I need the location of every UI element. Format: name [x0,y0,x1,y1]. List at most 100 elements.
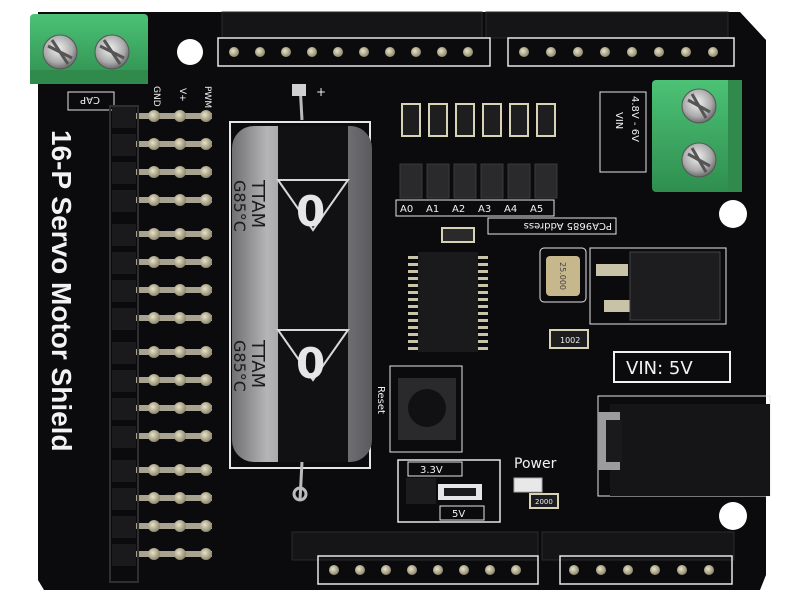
servo-header-row [112,308,212,330]
servo-header-row [112,544,212,566]
vplus-label: V+ [177,88,187,102]
led-resistor-text: 2000 [535,498,553,506]
header-pin [229,47,239,57]
header-pin [174,492,186,504]
header-pin [650,565,660,575]
crystal-text: 25.000 [558,262,567,290]
reset-label: Reset [375,386,386,414]
jumper-label-box-top [407,461,463,477]
header-pin [255,47,265,57]
header-pin [200,374,212,386]
servo-header-row [112,190,212,212]
plus-mark: + [316,85,326,99]
gnd-label: GND [151,86,161,107]
header-pin [174,430,186,442]
header-pin [200,312,212,324]
header-pin [433,565,443,575]
vin-range: 4.8V - 6V [629,96,640,142]
chip-address-label: PCA9685 Address [524,220,612,231]
servo-header-row [112,162,212,184]
header-pin [463,47,473,57]
bottom-pin-outline-right [559,555,733,585]
header-pin [174,464,186,476]
servo-headers [109,105,212,583]
header-pin [174,284,186,296]
servo-header-row [112,252,212,274]
header-pin [148,166,160,178]
servo-header-row [112,488,212,510]
address-pad [453,163,477,199]
reset-button [389,365,463,453]
top-pin-outline-left [217,37,491,67]
shield-side-text: 16-P Servo Motor Shield [46,130,77,452]
vin-label: VIN [613,112,624,129]
address-pad [480,163,504,199]
vin-5v-label: VIN: 5V [626,358,693,379]
header-pin [569,565,579,575]
header-pin [596,565,606,575]
capacitor-temp-1: G85°C [230,180,249,232]
servo-header-row [112,398,212,420]
header-pin [200,430,212,442]
address-pad [507,163,531,199]
header-pin [627,47,637,57]
mounting-hole [719,502,747,530]
mounting-hole [719,200,747,228]
resistor-text: 1002 [560,336,580,345]
header-pin [148,402,160,414]
svg-text:0: 0 [296,187,325,236]
address-label: A4 [504,204,517,215]
resistor-1002 [549,329,589,349]
pca9685-chip [408,252,488,352]
pcb-board [38,12,766,590]
header-pin [148,492,160,504]
header-pin [411,47,421,57]
capacitor-temp-2: G85°C [230,340,249,392]
header-pin [708,47,718,57]
address-label: A3 [478,204,491,215]
header-pin [459,565,469,575]
header-pin [600,47,610,57]
vin-terminal [652,80,742,192]
power-label: Power [514,456,557,472]
header-pin [437,47,447,57]
power-led [513,477,543,493]
address-label: A2 [452,204,465,215]
header-pin [307,47,317,57]
header-pin [681,47,691,57]
mounting-hole [177,39,203,65]
header-pin [174,548,186,560]
header-pin [333,47,343,57]
voltage-regulator [589,247,727,325]
header-pin [148,374,160,386]
header-pin [148,256,160,268]
header-pin [148,312,160,324]
header-pin [148,520,160,532]
header-pin [174,312,186,324]
header-pin [200,346,212,358]
header-pin [148,110,160,122]
header-pin [385,47,395,57]
top-header-right [485,11,729,39]
vin-5v-box [613,351,731,383]
servo-header-row [112,342,212,364]
address-label: A5 [530,204,543,215]
header-pin [200,166,212,178]
capacitor-brand-2: TTAM [247,339,268,388]
header-pin [573,47,583,57]
header-pin [148,430,160,442]
svg-text:0: 0 [296,339,325,388]
header-pin [174,110,186,122]
header-pin [148,464,160,476]
header-pin [329,565,339,575]
header-pin [148,284,160,296]
servo-power-terminal [30,14,148,84]
dc-barrel-jack [597,395,771,497]
header-pin [281,47,291,57]
address-resistor [428,103,448,137]
chip-address-box [487,217,617,235]
header-pin [200,284,212,296]
header-pin [148,194,160,206]
bottom-pin-outline-left [317,555,539,585]
servo-header-row [112,426,212,448]
